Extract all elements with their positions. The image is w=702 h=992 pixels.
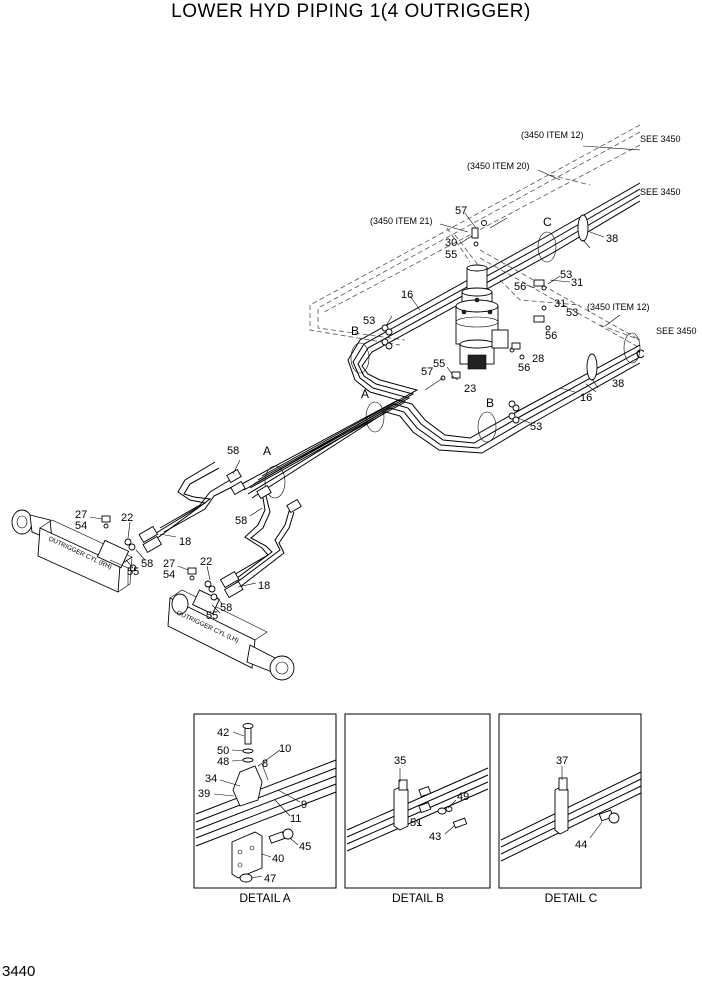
detail-b-label-49: 49	[457, 791, 469, 803]
detail-a-label-39: 39	[198, 788, 210, 800]
detail-c-panel: 37 44	[498, 713, 642, 889]
label-22: 22	[121, 512, 133, 524]
see-3450-top: SEE 3450	[640, 134, 681, 144]
detail-a-label-10: 10	[279, 743, 291, 755]
label-16: 16	[401, 289, 413, 301]
detail-b-panel: 35 49 51 43	[344, 713, 491, 889]
label-31: 31	[554, 298, 566, 310]
detail-a-label-42: 42	[217, 727, 229, 739]
outrigger-cylinder-lh	[167, 589, 295, 681]
ref-3450-item21: (3450 ITEM 21)	[370, 216, 433, 226]
reference-dashed-lines	[309, 124, 641, 349]
label-53: 53	[560, 269, 572, 281]
detail-a-label-8: 8	[262, 758, 268, 770]
label-27: 27	[163, 558, 175, 570]
label-53: 53	[363, 315, 375, 327]
label-55: 55	[445, 249, 457, 261]
detail-marker-b-left: B	[351, 324, 359, 338]
detail-b-label-35: 35	[394, 755, 406, 767]
label-58: 58	[235, 515, 247, 527]
detail-a-label-50: 50	[217, 745, 229, 757]
label-56: 56	[514, 281, 526, 293]
label-22: 22	[200, 556, 212, 568]
swivel-fittings	[424, 217, 571, 391]
label-54: 54	[163, 569, 175, 581]
cylinder-fittings	[101, 515, 218, 601]
detail-a-label-40: 40	[272, 853, 284, 865]
detail-b-label-43: 43	[429, 831, 441, 843]
label-58: 58	[220, 602, 232, 614]
label-31: 31	[571, 277, 583, 289]
detail-marker-c-upper: C	[543, 215, 552, 229]
detail-c-label-44: 44	[575, 839, 587, 851]
label-30: 30	[445, 237, 457, 249]
label-27: 27	[75, 509, 87, 521]
detail-marker-a-left: A	[263, 444, 271, 458]
label-55: 55	[206, 610, 218, 622]
label-54: 54	[75, 520, 87, 532]
clamp-38-upper	[577, 214, 591, 249]
label-55: 55	[127, 566, 139, 578]
detail-a-label-45: 45	[299, 841, 311, 853]
see-3450-mid: SEE 3450	[640, 187, 681, 197]
hoses-lh	[219, 484, 302, 599]
label-57: 57	[421, 366, 433, 378]
detail-b-caption: DETAIL B	[392, 891, 444, 905]
page-number: 3440	[2, 963, 36, 980]
label-58: 58	[227, 445, 239, 457]
outrigger-cylinder-rh	[11, 509, 133, 593]
detail-b-label-51: 51	[410, 817, 422, 829]
label-18: 18	[258, 580, 270, 592]
part-labels: 57 30 55 38 53 31 56 31 53 56 16 53 28 5…	[75, 205, 624, 622]
ref-3450-item12-top: (3450 ITEM 12)	[521, 130, 584, 140]
detail-a-label-47: 47	[264, 873, 276, 885]
detail-a-panel: 42 50 48 10 8 34 39 9 11 45 40 47	[193, 713, 337, 889]
label-58: 58	[141, 558, 153, 570]
label-53: 53	[566, 307, 578, 319]
detail-c-caption: DETAIL C	[545, 891, 598, 905]
hoses-rh	[138, 461, 246, 553]
label-55: 55	[433, 358, 445, 370]
fittings-53	[381, 324, 520, 424]
label-28: 28	[532, 353, 544, 365]
label-38: 38	[612, 378, 624, 390]
detail-a-label-11: 11	[290, 813, 301, 825]
detail-a-label-9: 9	[301, 799, 307, 811]
label-38: 38	[606, 233, 618, 245]
ref-3450-item12-right: (3450 ITEM 12)	[587, 302, 650, 312]
detail-c-label-37: 37	[556, 755, 568, 767]
detail-a-label-34: 34	[205, 773, 217, 785]
clamp-38-lower	[586, 353, 599, 389]
label-56: 56	[518, 362, 530, 374]
detail-marker-a-center: A	[361, 387, 369, 401]
label-16: 16	[580, 392, 592, 404]
label-53: 53	[530, 421, 542, 433]
label-18: 18	[179, 536, 191, 548]
leader-lines	[89, 145, 641, 614]
detail-a-label-48: 48	[217, 756, 229, 768]
label-56: 56	[545, 330, 557, 342]
label-23: 23	[464, 383, 476, 395]
detail-marker-b-right: B	[486, 396, 494, 410]
label-57: 57	[455, 205, 467, 217]
detail-marker-c-lower: C	[636, 347, 645, 361]
ref-3450-item20: (3450 ITEM 20)	[467, 161, 530, 171]
see-3450-right: SEE 3450	[656, 326, 697, 336]
swivel-joint	[455, 264, 509, 370]
detail-a-caption: DETAIL A	[239, 891, 290, 905]
page-title: LOWER HYD PIPING 1(4 OUTRIGGER)	[171, 1, 531, 22]
